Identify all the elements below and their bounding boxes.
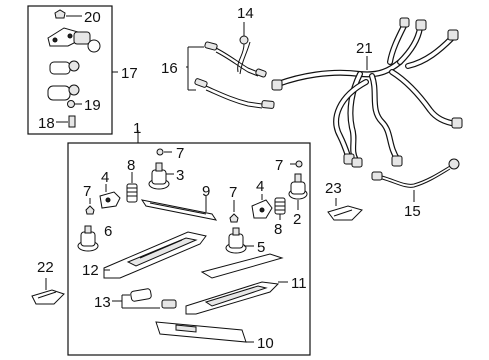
part-10-bar: [155, 321, 254, 343]
callout-6: 6: [104, 223, 112, 240]
callout-19: 19: [84, 97, 101, 114]
part-23-bracket: [327, 198, 363, 221]
callout-1: 1: [133, 120, 141, 137]
callout-9: 9: [202, 183, 210, 200]
part-17-actuator: [73, 31, 101, 53]
callout-4a: 4: [101, 169, 109, 186]
callout-18: 18: [38, 115, 55, 132]
part-11-track: [185, 253, 288, 315]
part-13-clip: [112, 288, 177, 309]
part-7-fastener-b: [85, 198, 95, 215]
callout-22: 22: [37, 259, 54, 276]
callout-2: 2: [293, 211, 301, 228]
part-7-fastener-c: [229, 200, 239, 223]
part-8-spring-a: [126, 172, 138, 203]
part-19-nut: [67, 100, 82, 108]
part-17-motor-b: [47, 84, 80, 101]
part-7-fastener-a: [156, 148, 172, 156]
callout-7b: 7: [83, 183, 91, 200]
part-5-mount: [225, 227, 254, 254]
part-14-cable: [237, 22, 251, 75]
callout-20: 20: [84, 9, 101, 26]
inset-box-17: [27, 5, 113, 135]
callout-23: 23: [325, 180, 342, 197]
part-16-cable-lower: [194, 78, 275, 109]
part-18-bolt: [56, 115, 76, 128]
part-4-bracket-b: [251, 194, 273, 219]
part-9-rail: [140, 196, 218, 221]
callout-11: 11: [291, 275, 307, 292]
callout-17: 17: [121, 65, 138, 82]
part-21-harness: [271, 17, 463, 168]
callout-21: 21: [356, 40, 373, 57]
part-16-cable-upper: [204, 41, 267, 78]
part-6-mount: [77, 225, 99, 252]
callout-4b: 4: [256, 178, 264, 195]
part-7-fastener-d: [290, 160, 303, 168]
part-20-clip: [54, 9, 82, 19]
part-3-mount: [148, 162, 174, 190]
callout-14: 14: [237, 5, 254, 22]
callout-8a: 8: [127, 157, 135, 174]
part-12-track: [103, 231, 207, 279]
callout-3: 3: [176, 167, 184, 184]
callout-10: 10: [257, 335, 274, 352]
part-17-motor-a: [49, 60, 80, 75]
callout-15: 15: [404, 203, 421, 220]
callout-5: 5: [257, 239, 265, 256]
part-2-mount: [288, 173, 308, 210]
callout-16: 16: [161, 60, 178, 77]
main-box-1: [67, 142, 311, 356]
callout-13: 13: [94, 294, 111, 311]
callout-7a: 7: [176, 145, 184, 162]
leader-16: [186, 46, 204, 91]
part-22-bracket: [31, 278, 65, 305]
callout-7c: 7: [229, 184, 237, 201]
part-8-spring-b: [274, 197, 286, 220]
callout-12: 12: [82, 262, 99, 279]
part-4-bracket-a: [99, 184, 121, 209]
callout-7d: 7: [275, 157, 283, 174]
part-15-cable: [371, 158, 460, 202]
callout-8b: 8: [274, 221, 282, 238]
